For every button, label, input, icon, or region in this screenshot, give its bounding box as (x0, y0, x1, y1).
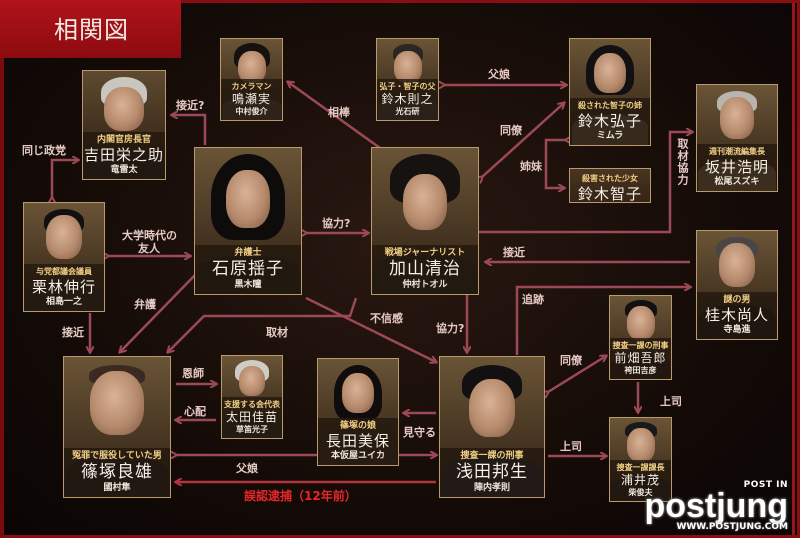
character-name: 前畑吾郎 (614, 351, 667, 365)
character-card-maehata: 捜査一課の刑事 前畑吾郎 袴田吉彦 (609, 295, 672, 380)
relation-label: 同じ政党 (22, 144, 66, 157)
relation-label: 上司 (660, 395, 682, 408)
character-card-suzuki-tomoko: 殺害された少女 鈴木智子 (569, 168, 651, 203)
relation-label: 不信感 (370, 312, 403, 325)
role: 謎の男 (723, 295, 751, 305)
page-title: 相関図 (54, 16, 129, 44)
role: 篠塚の娘 (339, 421, 376, 431)
role: 弘子・智子の父 (379, 82, 436, 91)
actor-name: 竜雷太 (110, 165, 138, 175)
character-name: 吉田栄之助 (83, 146, 164, 164)
character-name: 鳴瀬実 (231, 92, 271, 106)
character-card-kuribayashi: 与党都議会議員 栗林伸行 相島一之 (23, 202, 105, 312)
character-card-suzuki-noriyuki: 弘子・智子の父 鈴木則之 光石研 (376, 38, 439, 121)
relation-label: 取材 (266, 326, 288, 339)
watermark: POST IN postjung WWW.POSTJUNG.COM (644, 480, 788, 532)
relation-label: 同僚 (500, 124, 522, 137)
role: 戦場ジャーナリスト (384, 248, 466, 258)
actor-name: 松尾スズキ (714, 177, 760, 187)
relation-label: 取材協力 (676, 138, 689, 186)
role: 殺害された少女 (582, 174, 638, 183)
character-name: 加山清治 (389, 259, 461, 279)
role: 与党都議会議員 (36, 267, 92, 276)
role: 週刊潮流編集長 (709, 147, 765, 156)
character-card-asada: 捜査一課の刑事 浅田邦生 陣内孝則 (439, 356, 545, 498)
character-card-ota: 支援する会代表 太田佳苗 草笛光子 (221, 355, 283, 439)
relation-label: 心配 (184, 405, 206, 418)
relation-label: 父娘 (488, 68, 510, 81)
character-card-nagata: 篠塚の娘 長田美保 本仮屋ユイカ (317, 358, 399, 466)
role: 弁護士 (234, 248, 262, 258)
actor-name: 國村隼 (103, 483, 131, 493)
character-name: 鈴木智子 (577, 185, 642, 203)
role: 捜査一課の刑事 (612, 341, 669, 350)
relation-label: 協力? (322, 217, 351, 230)
relation-label: 父娘 (236, 462, 258, 475)
relation-label: 弁護 (134, 298, 156, 311)
actor-name: 仲村トオル (402, 280, 448, 290)
character-name: 篠塚良雄 (81, 462, 153, 482)
character-name: 栗林伸行 (31, 278, 96, 296)
actor-name: 袴田吉彦 (624, 366, 657, 375)
character-card-suzuki-hiroko: 殺された智子の姉 鈴木弘子 ミムラ (569, 38, 651, 146)
relation-label: 友人 (138, 242, 160, 255)
character-name: 太田佳苗 (225, 410, 278, 424)
actor-name: 柴俊夫 (628, 488, 653, 497)
relation-label: 同僚 (560, 354, 582, 367)
role: 捜査一課課長 (616, 463, 665, 472)
relation-label: 恩師 (182, 367, 204, 380)
character-card-naruse: カメラマン 鳴瀬実 中村俊介 (220, 38, 283, 121)
character-card-sakai: 週刊潮流編集長 坂井浩明 松尾スズキ (696, 84, 778, 192)
actor-name: 中村俊介 (235, 107, 268, 116)
actor-name: 草笛光子 (236, 425, 268, 434)
character-card-shinozuka: 冤罪で服役していた男 篠塚良雄 國村隼 (63, 356, 171, 498)
actor-name: 光石研 (395, 107, 420, 116)
watermark-post-in: POST IN (743, 480, 788, 490)
wrongful-arrest-label: 誤認逮捕（12年前） (244, 489, 357, 503)
actor-name: 黒木瞳 (234, 280, 262, 290)
relation-label: 接近 (62, 326, 84, 339)
relation-label: 追跡 (522, 293, 544, 306)
character-card-katsuragi: 謎の男 桂木尚人 寺島進 (696, 230, 778, 340)
actor-name: 寺島進 (723, 325, 751, 335)
character-name: 鈴木則之 (381, 92, 434, 106)
character-card-ishihara: 弁護士 石原揺子 黒木瞳 (194, 147, 302, 295)
character-name: 鈴木弘子 (577, 112, 642, 130)
watermark-url: WWW.POSTJUNG.COM (676, 522, 788, 532)
relation-label: 上司 (560, 440, 582, 453)
relation-label: 姉妹 (520, 160, 542, 173)
relation-label: 相棒 (328, 106, 350, 119)
character-name: 坂井浩明 (704, 158, 769, 176)
relation-label: 大学時代の (122, 229, 177, 242)
character-card-kayama: 戦場ジャーナリスト 加山清治 仲村トオル (371, 147, 479, 295)
character-name: 浅田邦生 (456, 462, 528, 482)
character-card-urai: 捜査一課課長 浦井茂 柴俊夫 (609, 417, 672, 502)
character-name: 長田美保 (325, 432, 390, 450)
character-name: 桂木尚人 (704, 306, 769, 324)
character-name: 浦井茂 (620, 473, 660, 487)
relation-label: 接近? (176, 99, 205, 112)
relation-label: 協力? (436, 322, 465, 335)
role: カメラマン (231, 82, 272, 91)
watermark-logo: postjung (644, 487, 788, 525)
role: 支援する会代表 (224, 400, 280, 409)
actor-name: 本仮屋ユイカ (330, 451, 385, 461)
role: 冤罪で服役していた男 (72, 451, 162, 461)
character-name: 石原揺子 (212, 259, 284, 279)
role: 捜査一課の刑事 (460, 451, 524, 461)
actor-name: ミムラ (596, 131, 624, 141)
relation-label: 接近 (503, 246, 525, 259)
role: 内閣官房長官 (96, 135, 151, 145)
title-tab: 相関図 (0, 0, 181, 58)
actor-name: 相島一之 (45, 297, 82, 307)
relation-label: 見守る (403, 426, 436, 439)
role: 殺された智子の姉 (578, 101, 642, 110)
actor-name: 陣内孝則 (473, 483, 510, 493)
character-card-yoshida: 内閣官房長官 吉田栄之助 竜雷太 (82, 70, 166, 180)
